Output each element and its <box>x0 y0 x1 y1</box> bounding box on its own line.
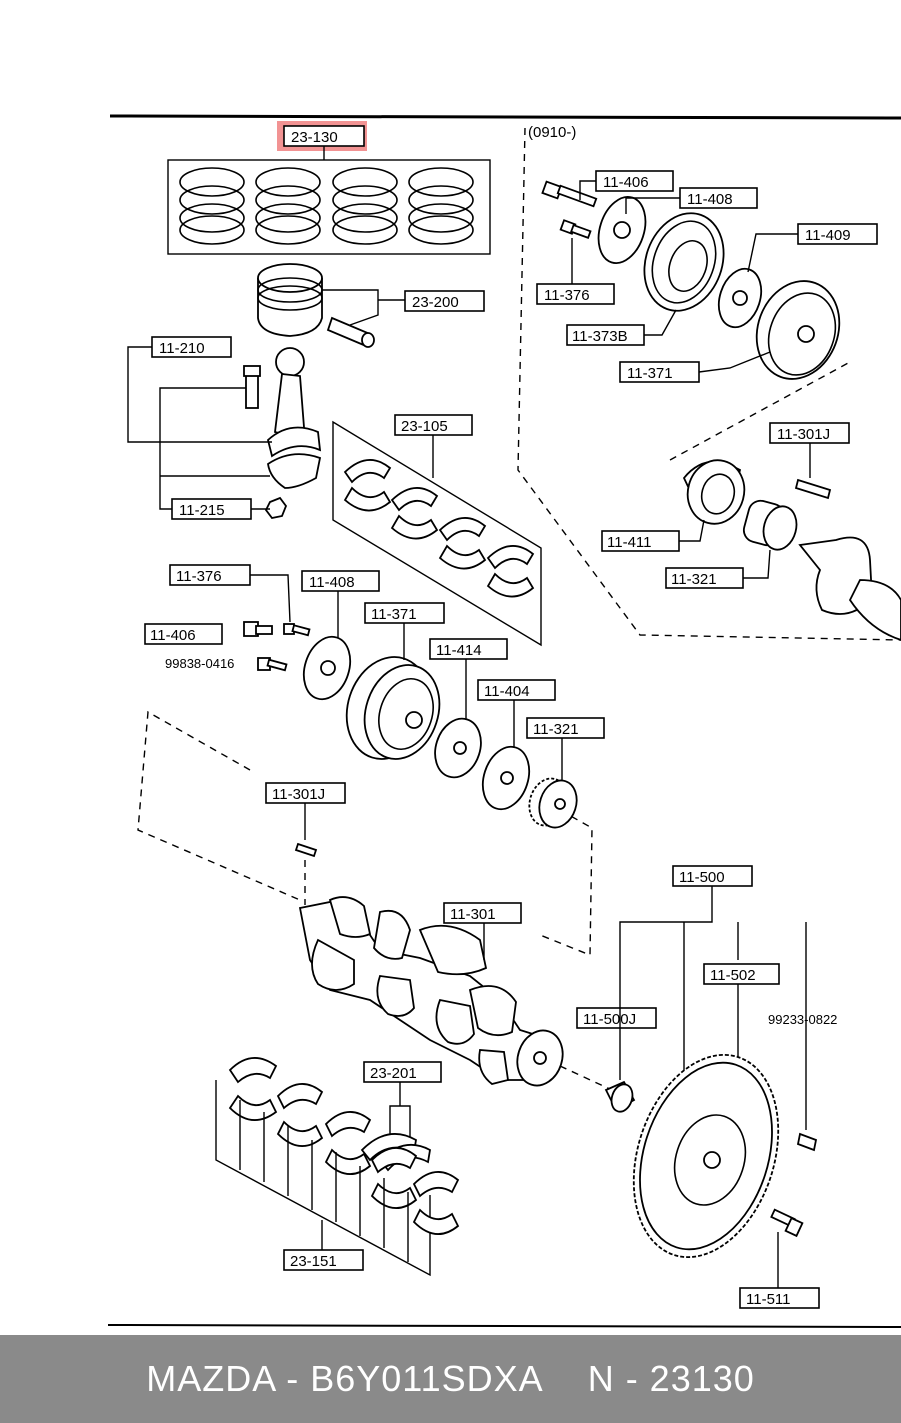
callout-inset-11-376: 11-376 <box>544 287 590 304</box>
bolt-11-406 <box>243 621 273 637</box>
inset-gear-11-321 <box>742 499 798 551</box>
callout-inset-11-373B: 11-373B <box>572 328 628 345</box>
plate-11-408 <box>302 635 352 701</box>
part-number-footer: MAZDA - B6Y011SDXA N - 23130 <box>0 1335 901 1423</box>
crankshaft-11-301 <box>298 896 564 1087</box>
callout-left-11-376: 11-376 <box>176 568 222 585</box>
pulley-11-371 <box>345 656 441 760</box>
key-11-301J <box>294 842 318 858</box>
callout-11-371: 11-371 <box>371 606 417 623</box>
exploded-parts-diagram: (0910-) 23-130 23-2 <box>107 114 901 1328</box>
callout-11-215: 11-215 <box>179 502 225 519</box>
conrod-bolt <box>243 365 261 409</box>
plate-11-404 <box>481 745 531 811</box>
callout-inset-11-409: 11-409 <box>805 227 851 244</box>
flywheel-11-500 <box>632 1053 780 1259</box>
callout-23-130: 23-130 <box>291 129 338 146</box>
callout-23-200: 23-200 <box>412 294 459 311</box>
inset-pulley-11-373B <box>643 212 725 312</box>
callout-11-301J: 11-301J <box>272 786 325 803</box>
conrod-nut <box>264 496 288 519</box>
callout-11-500: 11-500 <box>679 869 725 886</box>
inset-pulley-11-371 <box>755 280 841 380</box>
main-bearing-panel <box>215 1080 431 1277</box>
inset-plate-11-408 <box>597 196 647 264</box>
range-label: (0910-) <box>528 124 576 141</box>
piston <box>257 263 323 337</box>
callout-11-321: 11-321 <box>533 721 579 738</box>
crank-region-outline-right <box>539 809 593 957</box>
main-bearing-shells <box>228 1057 460 1235</box>
callout-99838-0416: 99838-0416 <box>165 656 234 671</box>
callout-inset-11-411: 11-411 <box>607 534 651 551</box>
inset-plate-11-409 <box>717 267 763 329</box>
callout-inset-11-406: 11-406 <box>603 174 649 191</box>
callout-inset-11-321: 11-321 <box>671 571 717 588</box>
inset-region-outline <box>517 127 901 641</box>
crank-region-outline <box>137 710 301 901</box>
inset-seal-11-411 <box>682 459 746 525</box>
callout-23-201: 23-201 <box>370 1065 417 1082</box>
top-border <box>109 114 901 120</box>
piston-ring-sets <box>179 167 474 245</box>
callout-inset-11-301J: 11-301J <box>777 426 830 443</box>
footer-brand-code: MAZDA - B6Y011SDXA <box>146 1358 544 1399</box>
flywheel-bolt-11-511 <box>770 1208 804 1238</box>
callout-11-301: 11-301 <box>450 906 496 923</box>
piston-rings-box <box>167 159 491 255</box>
callout-11-511: 11-511 <box>746 1291 790 1308</box>
connecting-rod <box>266 347 322 489</box>
callout-23-105: 23-105 <box>401 418 448 435</box>
callout-99233-0822: 99233-0822 <box>768 1012 837 1027</box>
inset-bolt-short <box>559 219 592 239</box>
bolt-11-376 <box>283 623 311 637</box>
bottom-border <box>107 1324 901 1328</box>
dowel-99233-0822 <box>796 1132 818 1152</box>
gear-11-321 <box>528 777 578 829</box>
pilot-bearing-11-500J <box>604 1080 636 1113</box>
plate-11-414 <box>434 717 482 779</box>
callout-left-11-406: 11-406 <box>150 627 196 644</box>
callout-23-151: 23-151 <box>290 1253 337 1270</box>
piston-pin <box>326 316 375 348</box>
callout-left-11-408: 11-408 <box>309 574 355 591</box>
inset-bolt-long <box>541 180 598 208</box>
inset-divider <box>669 361 851 461</box>
bolt-99838-0416 <box>257 657 288 672</box>
callout-11-502: 11-502 <box>710 967 756 984</box>
callout-11-500J: 11-500J <box>583 1011 636 1028</box>
callout-11-404: 11-404 <box>484 683 530 700</box>
callout-11-414: 11-414 <box>436 642 482 659</box>
inset-crank-nose <box>798 536 901 641</box>
callout-inset-11-408: 11-408 <box>687 191 733 208</box>
callout-inset-11-371: 11-371 <box>627 365 673 382</box>
conrod-bearing-shells <box>343 459 535 598</box>
conrod-bearing-panel <box>332 420 542 647</box>
footer-part-number: N - 23130 <box>587 1358 755 1399</box>
callout-11-210: 11-210 <box>159 340 205 357</box>
inset-key <box>794 478 832 500</box>
